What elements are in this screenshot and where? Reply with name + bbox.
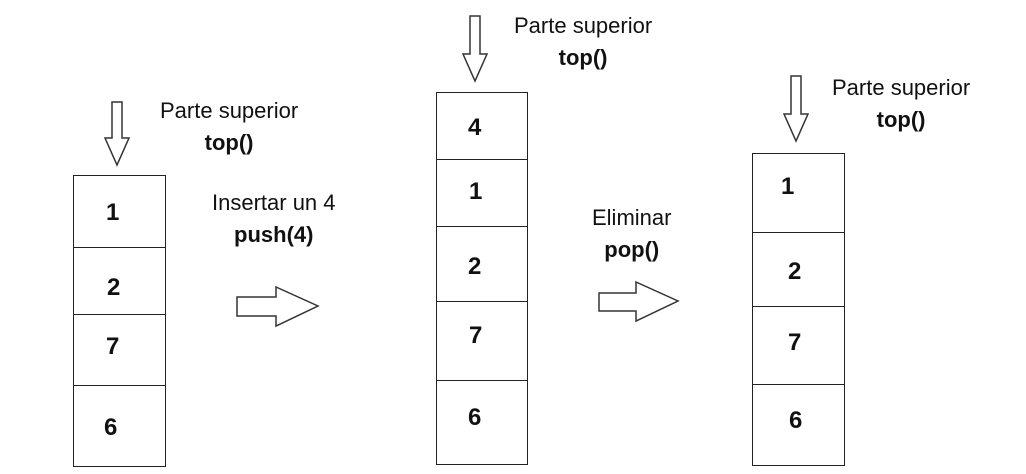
pop-operation-text: Eliminar — [592, 205, 672, 230]
stack-3-top-label: Parte superior top() — [832, 72, 970, 136]
push-operation-text: Insertar un 4 — [212, 190, 336, 215]
stack-cell: 6 — [753, 384, 844, 466]
stack-3-top-function: top() — [876, 106, 926, 132]
stack-3-top-text: Parte superior — [832, 75, 971, 100]
stack-cell: 7 — [437, 301, 527, 380]
stack-2-top-text: Parte superior — [514, 13, 653, 38]
push-transition-arrow-icon — [236, 285, 320, 328]
stack-2-top-label: Parte superior top() — [514, 10, 652, 74]
stack-cell: 7 — [74, 314, 165, 385]
top-pointer-arrow-icon — [782, 75, 810, 143]
stack-cell: 2 — [753, 232, 844, 306]
pop-operation-label: Eliminar pop() — [592, 202, 671, 266]
push-operation-label: Insertar un 4 push(4) — [212, 187, 336, 251]
stack-after-pop: 1 2 7 6 — [752, 153, 845, 466]
stack-cell: 6 — [74, 385, 165, 467]
stack-cell: 7 — [753, 306, 844, 384]
top-pointer-arrow-icon — [461, 15, 489, 83]
top-pointer-arrow-icon — [103, 101, 131, 167]
stack-1-top-function: top() — [204, 129, 254, 155]
stack-cell: 2 — [74, 247, 165, 314]
stack-cell: 1 — [106, 199, 120, 226]
stack-1-top-text: Parte superior — [160, 98, 299, 123]
pop-transition-arrow-icon — [598, 280, 680, 323]
stack-1-top-label: Parte superior top() — [160, 95, 298, 159]
stack-initial: 1 2 7 6 — [73, 175, 166, 467]
stack-after-push: 4 1 2 7 6 — [436, 92, 528, 465]
stack-cell: 6 — [437, 380, 527, 465]
stack-cell: 4 — [468, 114, 482, 141]
push-operation-function: push(4) — [234, 221, 314, 247]
stack-2-top-function: top() — [558, 44, 608, 70]
pop-operation-function: pop() — [604, 236, 660, 262]
stack-cell: 1 — [437, 159, 527, 226]
stack-cell: 1 — [781, 173, 795, 200]
stack-cell: 2 — [437, 226, 527, 301]
